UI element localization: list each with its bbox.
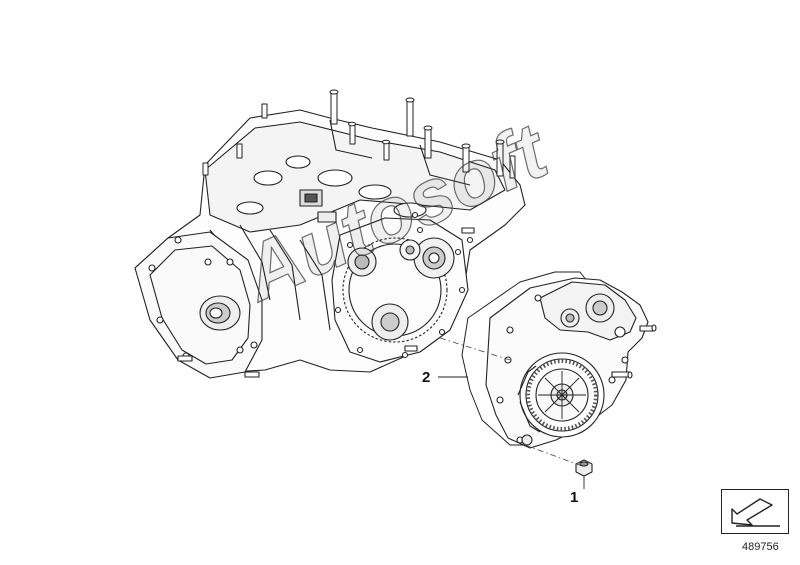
nut-illustration — [575, 459, 593, 477]
navigation-button[interactable] — [721, 489, 789, 534]
pump-housing-illustration — [485, 277, 657, 449]
diagram-number: 489756 — [742, 541, 779, 553]
arrow-down-left-icon — [731, 498, 780, 527]
crankcase-illustration — [134, 89, 526, 379]
part-number-2[interactable]: 2 — [422, 369, 431, 386]
part-number-1[interactable]: 1 — [570, 489, 579, 506]
alignment-lines — [439, 337, 583, 467]
